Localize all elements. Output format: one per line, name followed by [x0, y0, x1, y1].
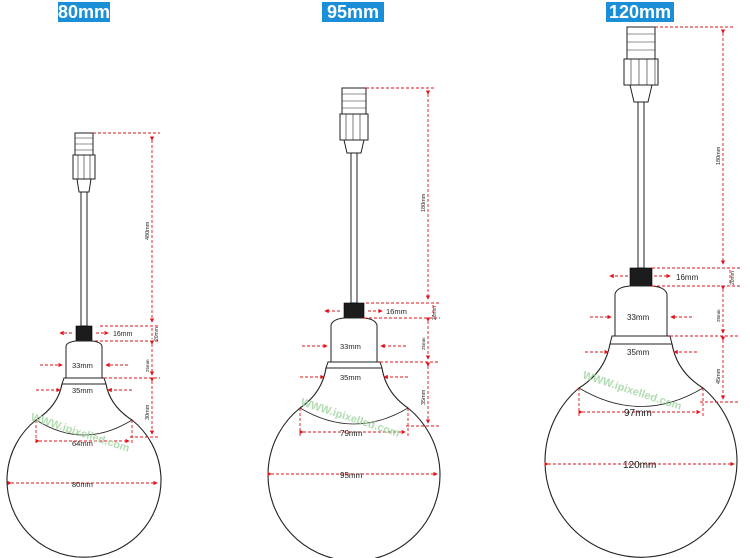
title-95mm: 95mm [322, 2, 384, 22]
neck-120 [614, 285, 668, 337]
bulb-120 [544, 26, 738, 558]
bulb-95 [267, 87, 441, 558]
neck-width-80: 33mm [72, 361, 93, 370]
title-120mm: 120mm [606, 2, 674, 22]
cap-height-120: 20mm [730, 271, 736, 285]
cable-120 [637, 101, 645, 269]
cap-120 [629, 267, 653, 287]
globe-80 [6, 383, 162, 558]
cable-length-95: 180mm [421, 193, 427, 212]
globe-95 [267, 367, 441, 558]
cap-width-80: 16mm [113, 331, 133, 338]
connector-95 [339, 87, 369, 154]
neck-width-95: 33mm [340, 342, 361, 351]
collar-95 [325, 361, 383, 369]
neck-height-120: 28mm [716, 309, 721, 322]
cable-length-80: 480mm [145, 221, 151, 240]
collar-width-95: 35mm [340, 373, 361, 382]
cap-width-120: 16mm [676, 273, 699, 282]
neck-95 [330, 317, 378, 363]
diameter-120: 120mm [623, 460, 656, 471]
cable-80 [80, 191, 88, 327]
cap-width-95: 16mm [386, 307, 407, 316]
cap-80 [75, 325, 93, 342]
cable-95 [350, 152, 358, 304]
opening-width-80: 64mm [72, 439, 93, 448]
neck-height-95: 25mm [421, 337, 426, 350]
collar-width-120: 35mm [627, 348, 650, 357]
collar-80 [61, 377, 107, 385]
cap-height-95: 20mm [432, 306, 438, 320]
globe-120 [544, 343, 738, 558]
shoulder-height-80: 30mm [145, 404, 151, 420]
neck-80 [65, 340, 103, 379]
cap-height-80: 20mm [154, 327, 160, 341]
connector-120 [623, 26, 659, 103]
collar-width-80: 35mm [72, 386, 93, 395]
shoulder-height-120: 45mm [716, 368, 722, 384]
diameter-95: 95mm [340, 471, 363, 480]
connector-80 [72, 132, 96, 193]
neck-width-120: 33mm [627, 313, 650, 322]
shoulder-height-95: 35mm [421, 389, 427, 405]
neck-height-80: 25mm [145, 359, 150, 372]
diameter-80: 80mm [72, 480, 93, 489]
title-80mm: 80mm [58, 2, 111, 22]
cap-95 [343, 302, 365, 319]
opening-width-120: 97mm [624, 408, 652, 419]
opening-width-95: 79mm [340, 429, 363, 438]
cable-length-120: 180mm [716, 146, 722, 165]
bulb-80 [6, 132, 162, 558]
collar-120 [609, 335, 673, 345]
